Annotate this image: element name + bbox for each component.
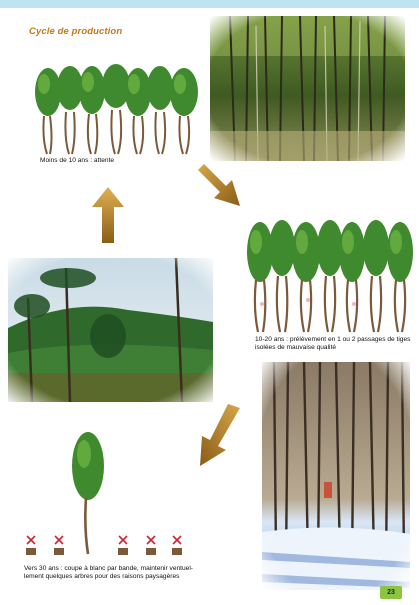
arrow-down-left-icon	[196, 402, 242, 468]
caption-stage-1: Moins de 10 ans : attente	[40, 157, 114, 165]
photo-snow-forest	[262, 362, 410, 590]
arrow-down-right-icon	[194, 160, 246, 212]
caption-stage-2-line-2: isolées de mauvaise qualité	[255, 344, 336, 352]
page-number-badge: 23	[380, 586, 402, 599]
photo-young-stand	[210, 16, 405, 161]
caption-stage-3-line-2: lement quelques arbres pour des raisons …	[24, 573, 179, 581]
top-color-band	[0, 0, 419, 8]
illustration-thinned-trees	[246, 218, 416, 336]
illustration-clear-cut	[22, 428, 197, 560]
illustration-young-trees	[34, 64, 204, 158]
arrow-up-icon	[90, 185, 126, 245]
page-title: Cycle de production	[29, 26, 122, 37]
photo-landscape	[8, 258, 213, 402]
caption-stage-2-line-1: 10-20 ans : prélèvement en 1 ou 2 passag…	[255, 336, 410, 344]
caption-stage-3-line-1: Vers 30 ans : coupe à blanc par bande, m…	[24, 565, 193, 573]
